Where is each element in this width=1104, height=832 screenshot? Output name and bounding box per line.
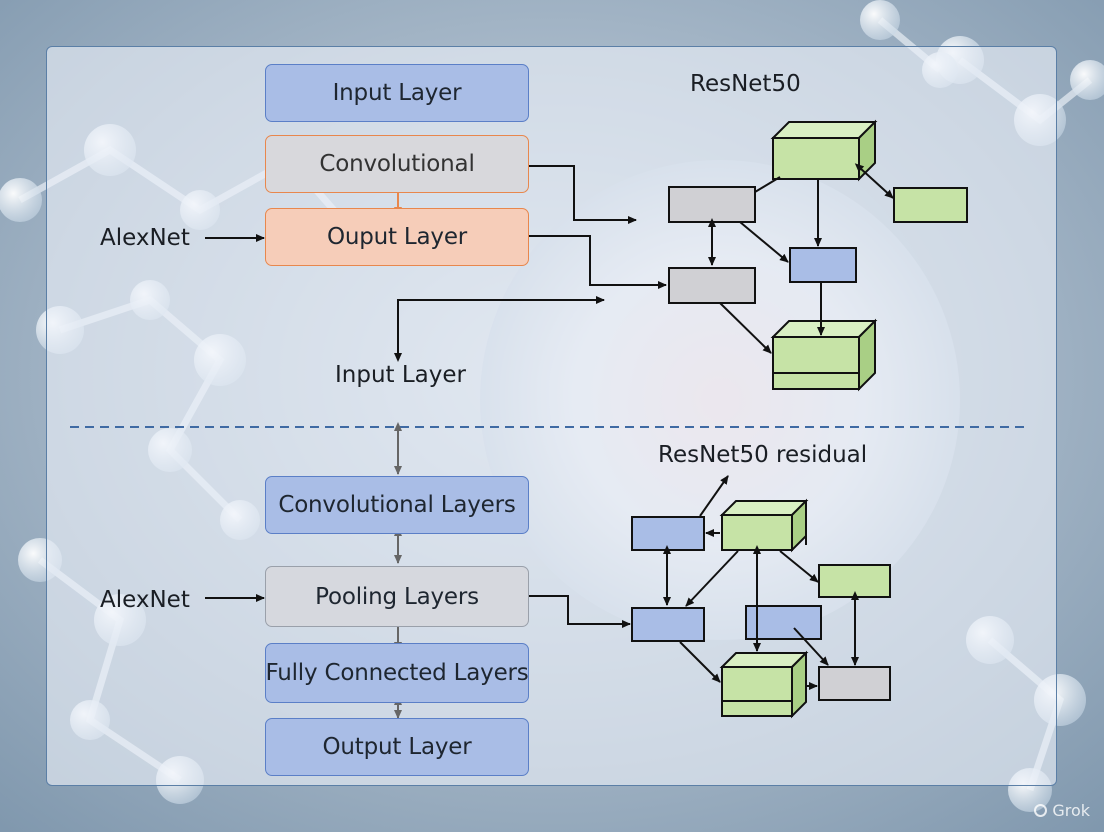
resnet50-residual-title: ResNet50 residual — [658, 442, 868, 468]
grok-logo-icon — [1034, 804, 1048, 817]
output-layer-box-top: Ouput Layer — [265, 208, 529, 266]
fully-connected-layers-box: Fully Connected Layers — [265, 643, 529, 703]
diagram-panel — [46, 46, 1057, 786]
grok-watermark: Grok — [1034, 801, 1090, 820]
pooling-layers-box: Pooling Layers — [265, 566, 529, 627]
alexnet-label-top: AlexNet — [100, 225, 190, 251]
input-layer-label-top: Input Layer — [335, 362, 466, 388]
input-layer-box-top: Input Layer — [265, 64, 529, 122]
watermark-text: Grok — [1052, 801, 1090, 820]
convolutional-box-top: Convolutional — [265, 135, 529, 193]
convolutional-layers-box: Convolutional Layers — [265, 476, 529, 534]
output-layer-box-bottom: Output Layer — [265, 718, 529, 776]
resnet50-title: ResNet50 — [690, 71, 801, 97]
alexnet-label-bottom: AlexNet — [100, 587, 190, 613]
